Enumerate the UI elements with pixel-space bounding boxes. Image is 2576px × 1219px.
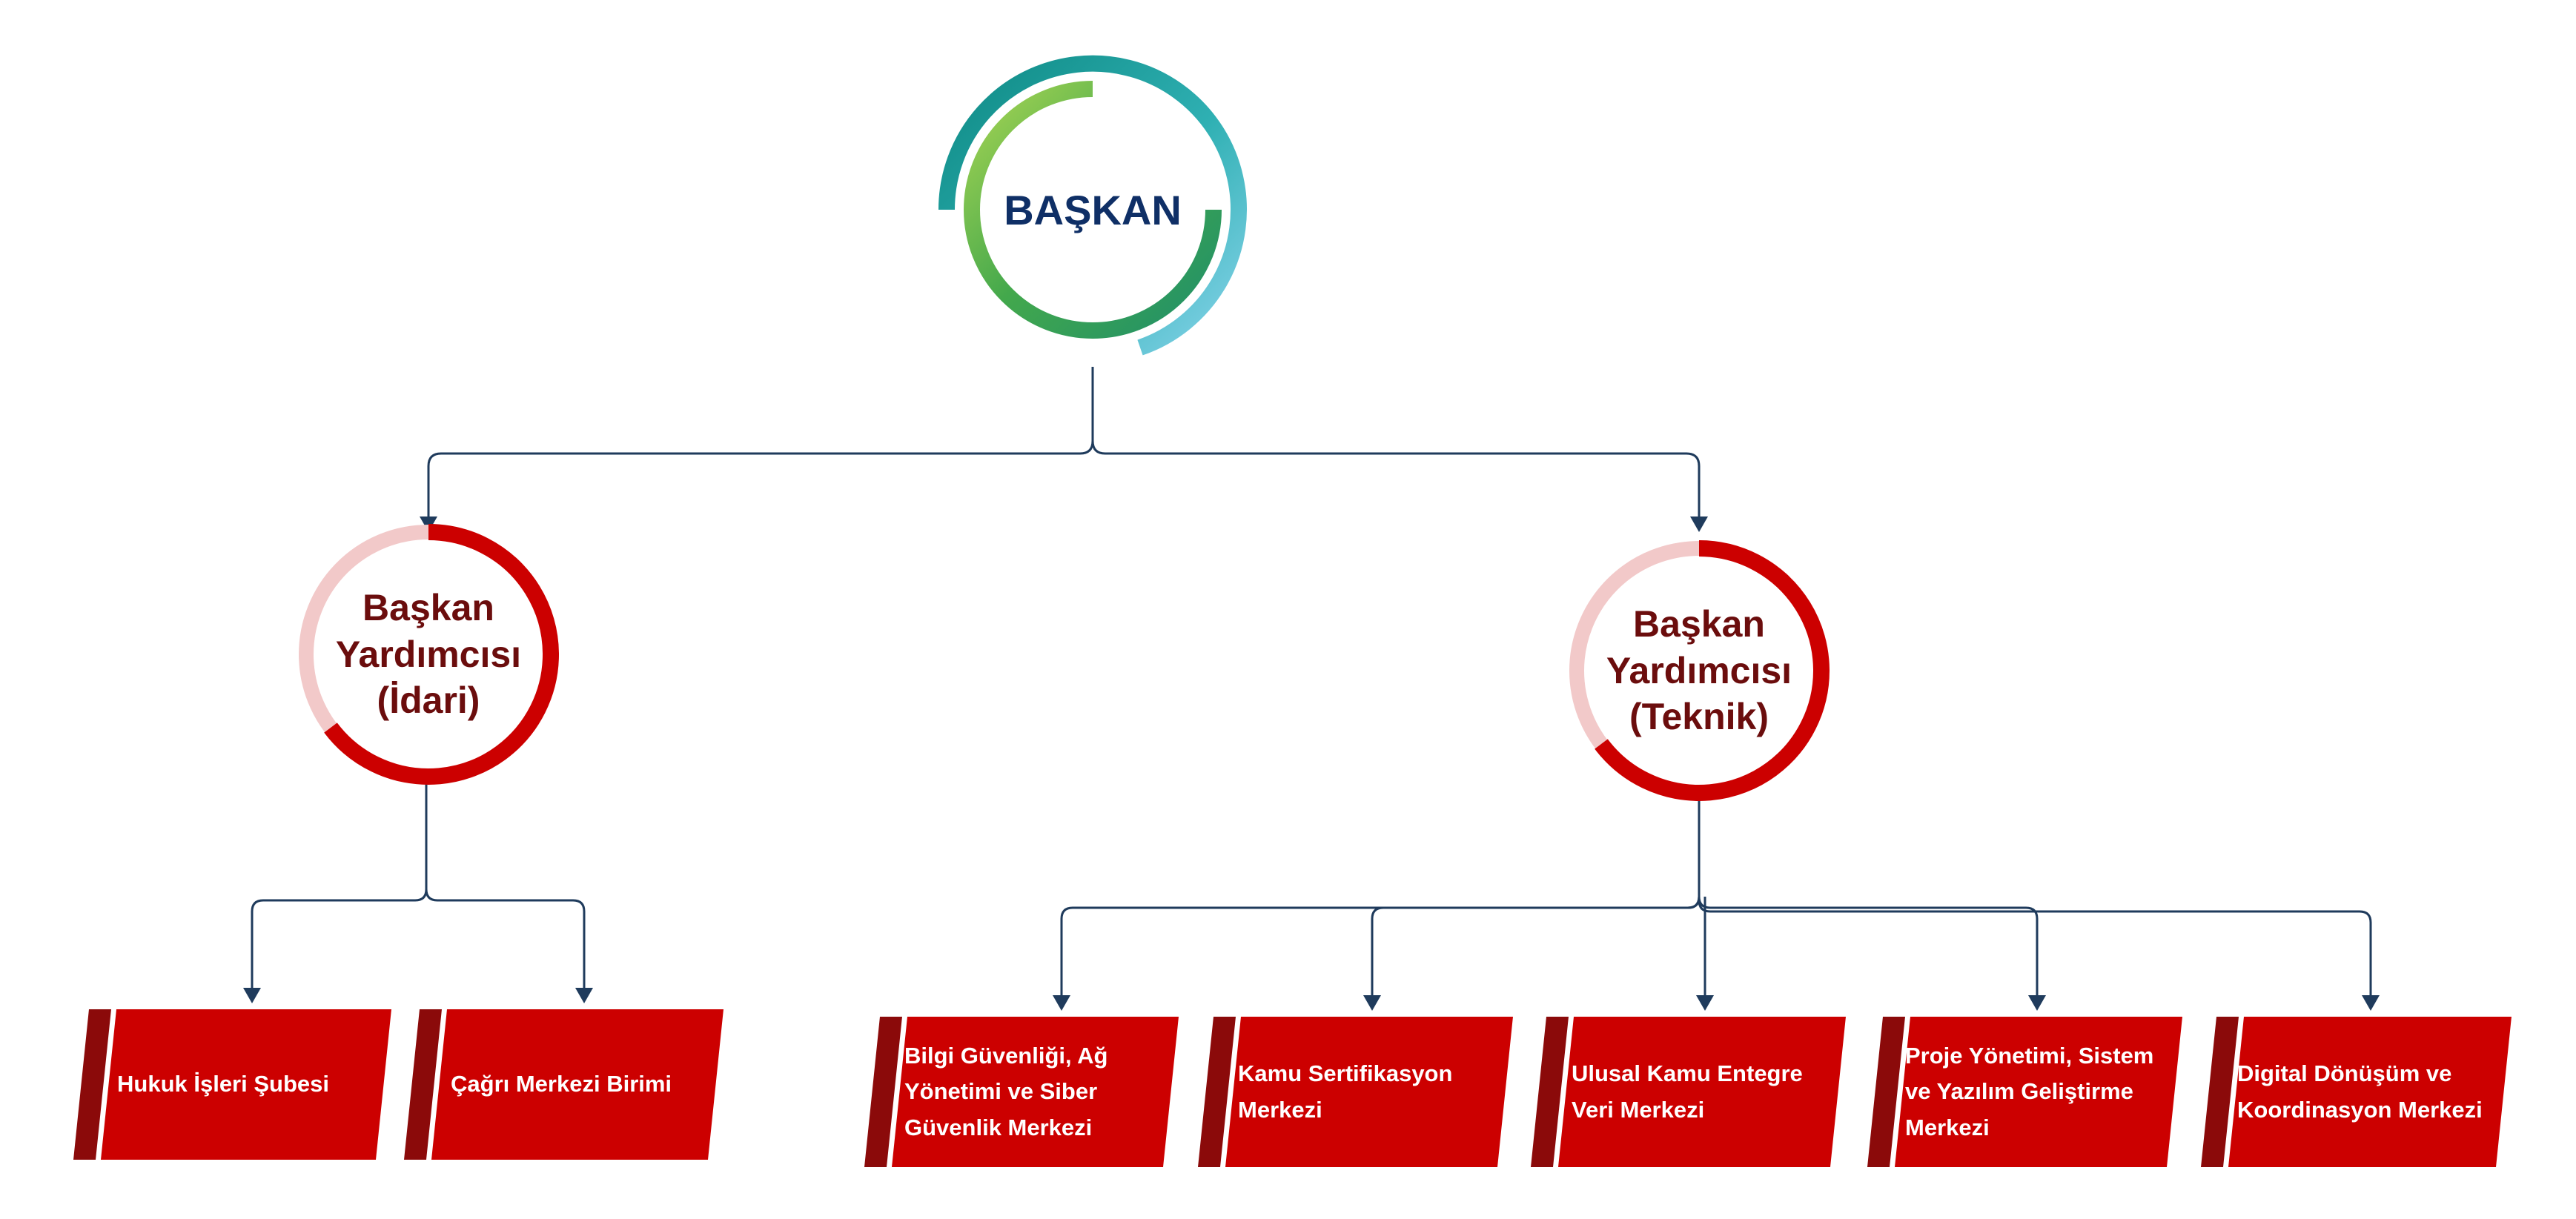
vp-idari-line-3: (İdari) xyxy=(377,680,480,722)
vp-idari-ring xyxy=(299,524,559,785)
unit-proje-line: ve Yazılım Geliştirme xyxy=(1905,1078,2133,1105)
connector-idari-hukuk xyxy=(251,888,428,989)
unit-box-ulusal xyxy=(1531,1017,1846,1167)
unit-bilgi-line: Bilgi Güvenliği, Ağ xyxy=(904,1043,1108,1069)
arrowheads xyxy=(243,517,2380,1011)
unit-proje-label: Proje Yönetimi, Sistem ve Yazılım Gelişt… xyxy=(1905,1017,2179,1167)
root-inner-arc xyxy=(964,81,1222,339)
arrow-proje xyxy=(2028,995,2046,1011)
unit-bilgi-label: Bilgi Güvenliği, Ağ Yönetimi ve Siber Gü… xyxy=(904,1017,1164,1167)
unit-cagri-label: Çağrı Merkezi Birimi xyxy=(451,1009,710,1160)
unit-box-bilgi xyxy=(864,1017,1179,1167)
vp-teknik-line-3: (Teknik) xyxy=(1629,696,1769,738)
arrow-digital xyxy=(2362,995,2380,1011)
arrow-ulusal xyxy=(1696,995,1714,1011)
unit-box-proje xyxy=(1867,1017,2182,1167)
arrow-cagri xyxy=(575,988,593,1003)
unit-ulusal-line: Veri Merkezi xyxy=(1572,1096,1705,1123)
vp-teknik-label: Başkan Yardımcısı (Teknik) xyxy=(1588,585,1810,756)
unit-digital-label: Digital Dönüşüm ve Koordinasyon Merkezi xyxy=(2237,1017,2504,1167)
arrow-bilgi xyxy=(1053,995,1070,1011)
vp-teknik-line-2: Yardımcısı xyxy=(1606,649,1792,691)
unit-digital-line: Koordinasyon Merkezi xyxy=(2237,1096,2483,1123)
connector-idari-cagri xyxy=(425,888,586,989)
connector-root-vp-idari xyxy=(427,367,1094,519)
unit-ulusal-text: Ulusal Kamu Entegre Veri Merkezi xyxy=(1572,1056,1803,1127)
connector-teknik-bilgi xyxy=(1060,896,1701,997)
connector-teknik-kamu xyxy=(1371,896,1701,997)
unit-box-hukuk xyxy=(73,1009,391,1160)
unit-ulusal-label: Ulusal Kamu Entegre Veri Merkezi xyxy=(1572,1017,1831,1167)
unit-kamu-line: Kamu Sertifikasyon xyxy=(1238,1060,1453,1087)
connector-teknik-digital xyxy=(1698,900,2372,997)
unit-proje-text: Proje Yönetimi, Sistem ve Yazılım Gelişt… xyxy=(1905,1038,2153,1145)
arrow-vp-teknik xyxy=(1690,517,1708,532)
arrow-hukuk xyxy=(243,988,261,1003)
unit-digital-line: Digital Dönüşüm ve xyxy=(2237,1060,2452,1087)
unit-ulusal-line: Ulusal Kamu Entegre xyxy=(1572,1060,1803,1087)
unit-box-cagri xyxy=(404,1009,724,1160)
root-node-ring xyxy=(938,55,1247,356)
unit-boxes xyxy=(73,1009,2512,1167)
unit-cagri-text: Çağrı Merkezi Birimi xyxy=(451,1071,672,1097)
connectors xyxy=(251,367,2372,997)
vp-idari-label: Başkan Yardımcısı (İdari) xyxy=(317,569,540,740)
vp-teknik-ring xyxy=(1569,540,1830,801)
unit-hukuk-label: Hukuk İşleri Şubesi xyxy=(117,1009,377,1160)
unit-proje-line: Merkezi xyxy=(1905,1114,1990,1140)
unit-bilgi-text: Bilgi Güvenliği, Ağ Yönetimi ve Siber Gü… xyxy=(904,1038,1107,1145)
root-node-label: BAŞKAN xyxy=(1004,186,1182,233)
unit-proje-line: Proje Yönetimi, Sistem xyxy=(1905,1043,2154,1069)
unit-kamu-text: Kamu Sertifikasyon Merkezi xyxy=(1238,1056,1452,1127)
vp-teknik-line-1: Başkan xyxy=(1633,603,1765,645)
unit-bilgi-line: Güvenlik Merkezi xyxy=(904,1114,1093,1140)
unit-box-kamu xyxy=(1198,1017,1513,1167)
vp-idari-line-1: Başkan xyxy=(362,587,494,629)
root-outer-arc xyxy=(938,55,1247,356)
unit-box-digital xyxy=(2201,1017,2512,1167)
arrow-kamu xyxy=(1363,995,1381,1011)
unit-hukuk-text: Hukuk İşleri Şubesi xyxy=(117,1071,329,1097)
unit-kamu-label: Kamu Sertifikasyon Merkezi xyxy=(1238,1017,1497,1167)
unit-kamu-line: Merkezi xyxy=(1238,1096,1322,1123)
unit-digital-text: Digital Dönüşüm ve Koordinasyon Merkezi xyxy=(2237,1056,2483,1127)
vp-idari-line-2: Yardımcısı xyxy=(335,633,522,675)
connector-root-vp-teknik xyxy=(1091,440,1701,519)
unit-bilgi-line: Yönetimi ve Siber xyxy=(904,1078,1098,1105)
